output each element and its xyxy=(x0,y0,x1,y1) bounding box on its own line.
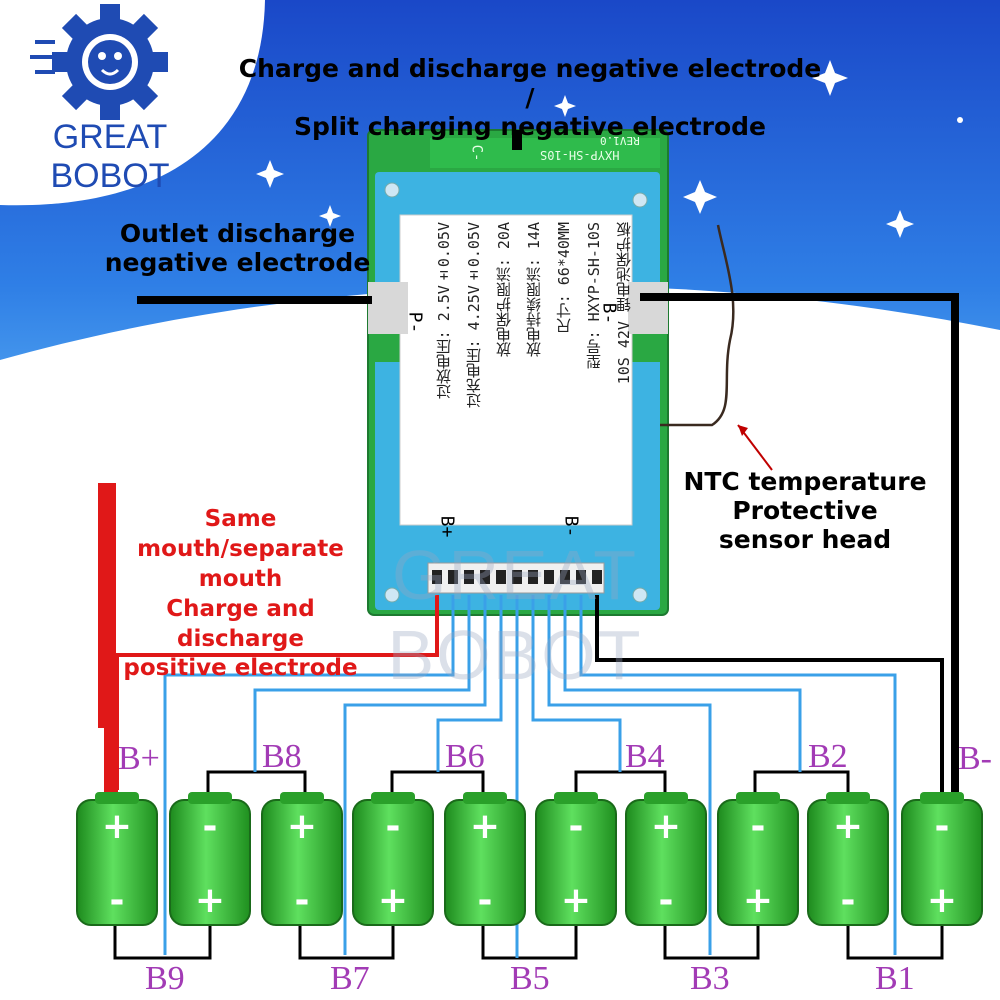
sticker-line-6: 过充电压: 4.25V±0.05V xyxy=(465,222,483,409)
battery-cell: +- xyxy=(807,792,889,926)
board-spec-sticker: 10S 42V 锂电池保护板 型号: HXYP-SH-10S 尺寸: 66*40… xyxy=(409,222,634,512)
sticker-line-5: 放电保护限流: 20A xyxy=(495,222,513,358)
pad-b-minus-bottom: B- xyxy=(560,515,582,538)
cell-bottom-polarity: + xyxy=(927,880,957,921)
cell-top-polarity: - xyxy=(935,806,950,847)
battery-cell: +- xyxy=(76,792,158,926)
top-negative-line-2: Split charging negative electrode xyxy=(294,111,766,141)
bms-board xyxy=(367,129,669,616)
top-negative-label: Charge and discharge negative electrode … xyxy=(230,54,830,141)
positive-line-1: Same mouth/separate xyxy=(137,506,344,562)
battery-cell: +- xyxy=(625,792,707,926)
tap-b2: B2 xyxy=(808,738,848,775)
silk-c-minus: C- xyxy=(468,144,485,162)
ntc-line-2: Protective xyxy=(732,495,878,525)
tap-b-plus: B+ xyxy=(118,740,160,777)
outlet-line-1: Outlet discharge xyxy=(119,219,356,248)
battery-cell: -+ xyxy=(169,792,251,926)
positive-electrode-label: Same mouth/separate mouth Charge and dis… xyxy=(108,505,373,684)
tap-b7: B7 xyxy=(330,960,370,997)
cell-top-polarity: - xyxy=(569,806,584,847)
ntc-line-1: NTC temperature xyxy=(683,467,927,496)
tap-b1: B1 xyxy=(875,960,915,997)
battery-cell: -+ xyxy=(352,792,434,926)
logo-white-corner xyxy=(0,0,265,206)
battery-cell: +- xyxy=(444,792,526,926)
positive-line-2: mouth xyxy=(198,565,283,592)
cell-top-polarity: + xyxy=(833,806,863,847)
red-positive-wire xyxy=(98,483,439,800)
battery-cell: -+ xyxy=(717,792,799,926)
cell-top-polarity: - xyxy=(203,806,218,847)
sticker-line-2: 型号: HXYP-SH-10S xyxy=(585,222,603,370)
top-negative-line-1: Charge and discharge negative electrode … xyxy=(238,54,822,112)
cell-bottom-polarity: + xyxy=(195,880,225,921)
cell-top-polarity: + xyxy=(102,806,132,847)
cell-bottom-polarity: - xyxy=(110,880,125,921)
tap-b6: B6 xyxy=(445,738,485,775)
cell-bottom-polarity: + xyxy=(561,880,591,921)
sticker-line-4: 放电持续限流: 14A xyxy=(525,222,543,358)
ntc-line-3: sensor head xyxy=(718,524,892,554)
cell-top-polarity: - xyxy=(386,806,401,847)
cell-bottom-polarity: + xyxy=(378,880,408,921)
silk-model: HXYP-SH-10S xyxy=(540,148,620,162)
outlet-line-2: negative electrode xyxy=(104,247,371,277)
pad-b-plus: B+ xyxy=(436,515,458,538)
cell-top-polarity: + xyxy=(470,806,500,847)
blue-balance-wires xyxy=(163,595,897,958)
battery-cell: +- xyxy=(261,792,343,926)
battery-cells: +--++--++--++--++--+ xyxy=(76,792,983,926)
sticker-line-3: 尺寸: 66*40MM xyxy=(555,222,573,334)
tap-b5: B5 xyxy=(510,960,550,997)
tap-b3: B3 xyxy=(690,960,730,997)
battery-cell: -+ xyxy=(535,792,617,926)
cell-bottom-polarity: - xyxy=(478,880,493,921)
positive-line-4: positive electrode xyxy=(123,655,358,682)
tap-b9: B9 xyxy=(145,960,185,997)
cell-bottom-polarity: + xyxy=(743,880,773,921)
tap-b-minus: B- xyxy=(958,740,992,777)
brand-watermark: GREAT BOBOT xyxy=(387,536,643,694)
cell-top-polarity: + xyxy=(287,806,317,847)
positive-line-3: Charge and discharge xyxy=(166,595,315,652)
tap-b8: B8 xyxy=(262,738,302,775)
brand-name: GREAT BOBOT xyxy=(50,118,170,195)
ntc-sensor-wire xyxy=(660,224,735,427)
cell-bottom-polarity: - xyxy=(659,880,674,921)
battery-cell: -+ xyxy=(901,792,983,926)
cell-bottom-polarity: - xyxy=(841,880,856,921)
sticker-line-1: 10S 42V 锂电池保护板 xyxy=(615,222,633,385)
gear-logo-icon xyxy=(30,4,168,120)
tap-b4: B4 xyxy=(625,738,665,775)
cell-top-polarity: - xyxy=(751,806,766,847)
ntc-label: NTC temperature Protective sensor head xyxy=(680,467,930,554)
cell-bottom-polarity: - xyxy=(295,880,310,921)
outlet-discharge-label: Outlet discharge negative electrode xyxy=(100,219,375,278)
black-wires xyxy=(113,130,959,960)
cell-top-polarity: + xyxy=(651,806,681,847)
sticker-line-7: 过放电压: 2.5V±0.05V xyxy=(435,222,453,400)
